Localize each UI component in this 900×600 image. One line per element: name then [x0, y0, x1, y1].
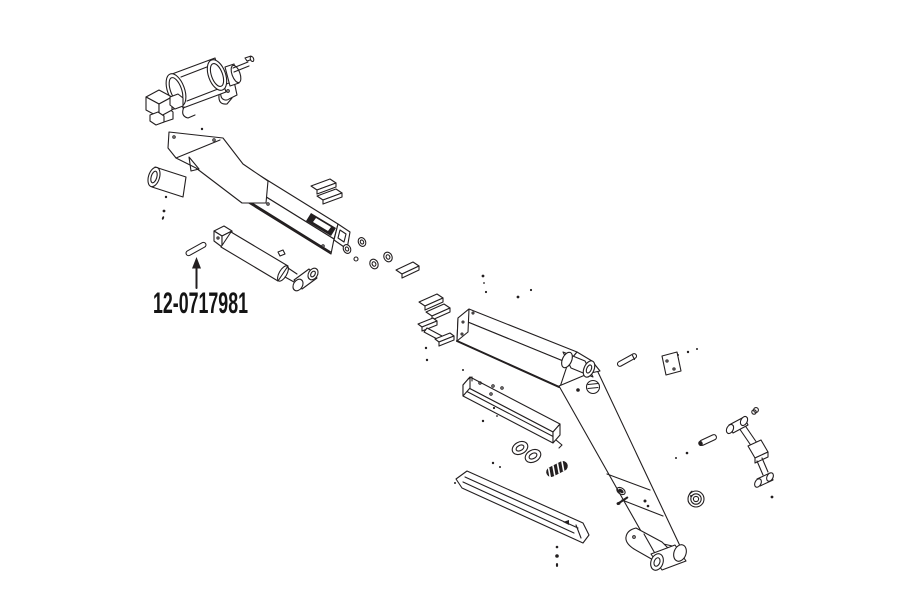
retainer-plate [661, 351, 682, 376]
slide-channel [462, 376, 563, 449]
small-pin [616, 353, 638, 367]
winch-assembly [145, 55, 255, 126]
small-screw [616, 496, 629, 506]
cylinder-barrel [220, 231, 289, 282]
chain-links [511, 440, 542, 464]
extension-cylinder [213, 225, 319, 292]
slide-ramp [455, 470, 590, 544]
winch-shaft [232, 61, 250, 73]
part-number-label: 12-0717981 [153, 287, 248, 320]
lower-wear-pads [418, 293, 451, 321]
grooved-bushing [687, 490, 705, 508]
misc-hardware-dots [161, 127, 774, 567]
callout-arrow-head [192, 257, 201, 269]
compression-spring [546, 460, 568, 479]
part-callout: 12-0717981 [153, 241, 248, 320]
thrust-washers [342, 237, 393, 270]
latch-link-assembly [725, 409, 774, 488]
pivot-plate [167, 131, 269, 204]
upper-wear-pads [310, 178, 343, 205]
h-slide-retainer [417, 317, 455, 362]
wear-pad-single [395, 261, 420, 279]
callout-roll-pin [185, 241, 207, 257]
pivot-plate-inner-boom [147, 131, 359, 262]
outer-gooseneck-boom [456, 308, 687, 571]
clevis-pin [698, 434, 717, 447]
